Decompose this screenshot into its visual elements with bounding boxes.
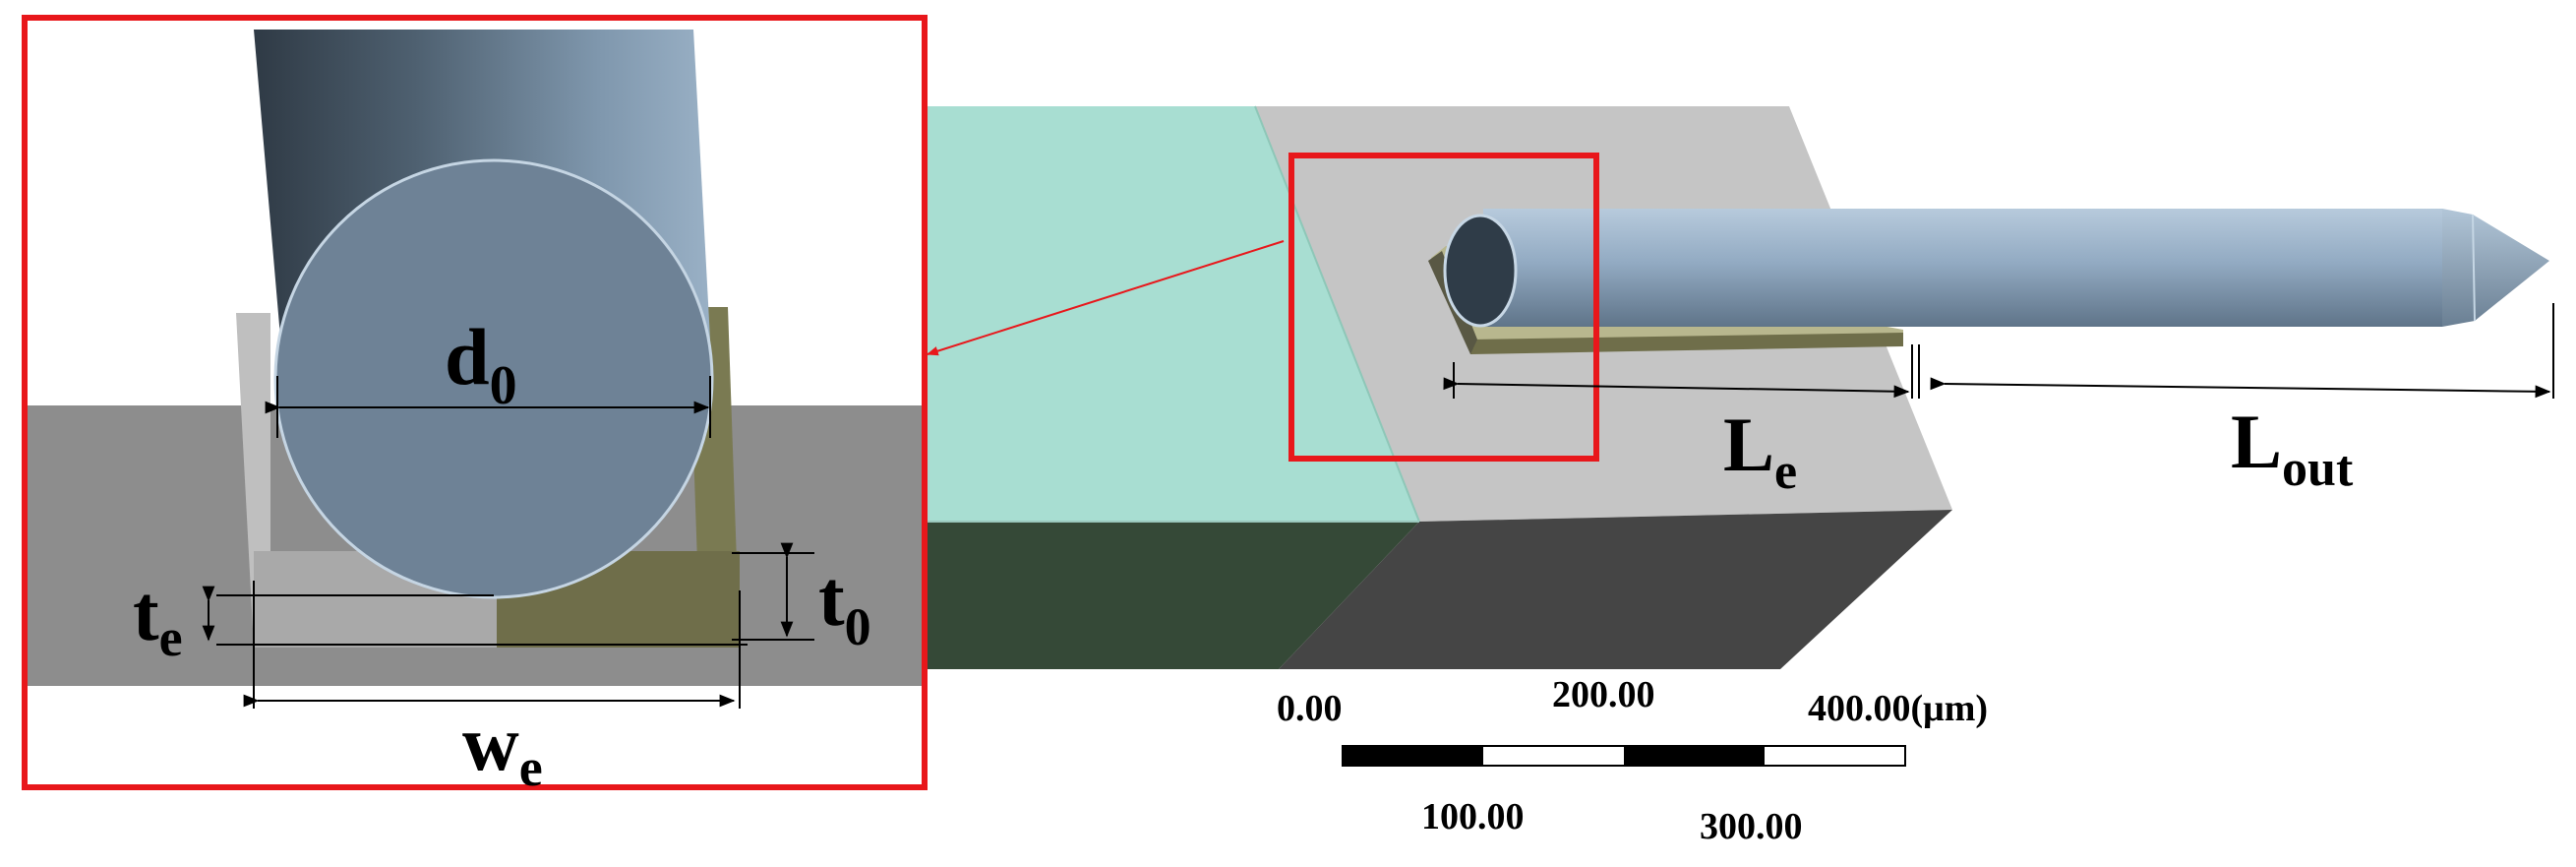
inset-fiber-section (273, 158, 714, 599)
le-dimension (1443, 344, 1920, 399)
scale-seg-1 (1343, 746, 1483, 766)
fiber-body (1483, 209, 2442, 327)
fiber-tip-edge (2472, 214, 2476, 322)
scale-tick-0: 0.00 (1277, 688, 1343, 729)
t0-label: t0 (818, 556, 871, 656)
scale-tick-200: 200.00 (1552, 674, 1655, 715)
we-label: we (462, 701, 543, 797)
scale-seg-3 (1624, 746, 1765, 766)
inset-panel (22, 15, 928, 790)
fiber-end-face (1443, 214, 1518, 328)
scale-bar (1342, 745, 1906, 767)
scale-tick-400: 400.00(μm) (1808, 688, 1988, 729)
teal-matrix-top (922, 106, 1419, 522)
fiber (1443, 209, 2549, 328)
callout-arrow (926, 240, 1285, 356)
detail-box (1288, 153, 1599, 462)
inset-frame (22, 15, 928, 790)
electrode-front (1470, 333, 1903, 354)
composite-block (922, 105, 1952, 669)
lout-dimension (1930, 303, 2554, 399)
d0-label: d0 (445, 312, 517, 416)
fiber-tip (2442, 209, 2549, 327)
dark-gray-face (1279, 510, 1952, 669)
scale-tick-300: 300.00 (1700, 806, 1803, 847)
dark-green-face (925, 522, 1419, 669)
scale-tick-100: 100.00 (1421, 796, 1525, 837)
le-label: Le (1723, 402, 1797, 500)
te-label: te (133, 571, 183, 667)
lout-label: Lout (2231, 399, 2354, 497)
teal-edge (1254, 105, 1420, 523)
